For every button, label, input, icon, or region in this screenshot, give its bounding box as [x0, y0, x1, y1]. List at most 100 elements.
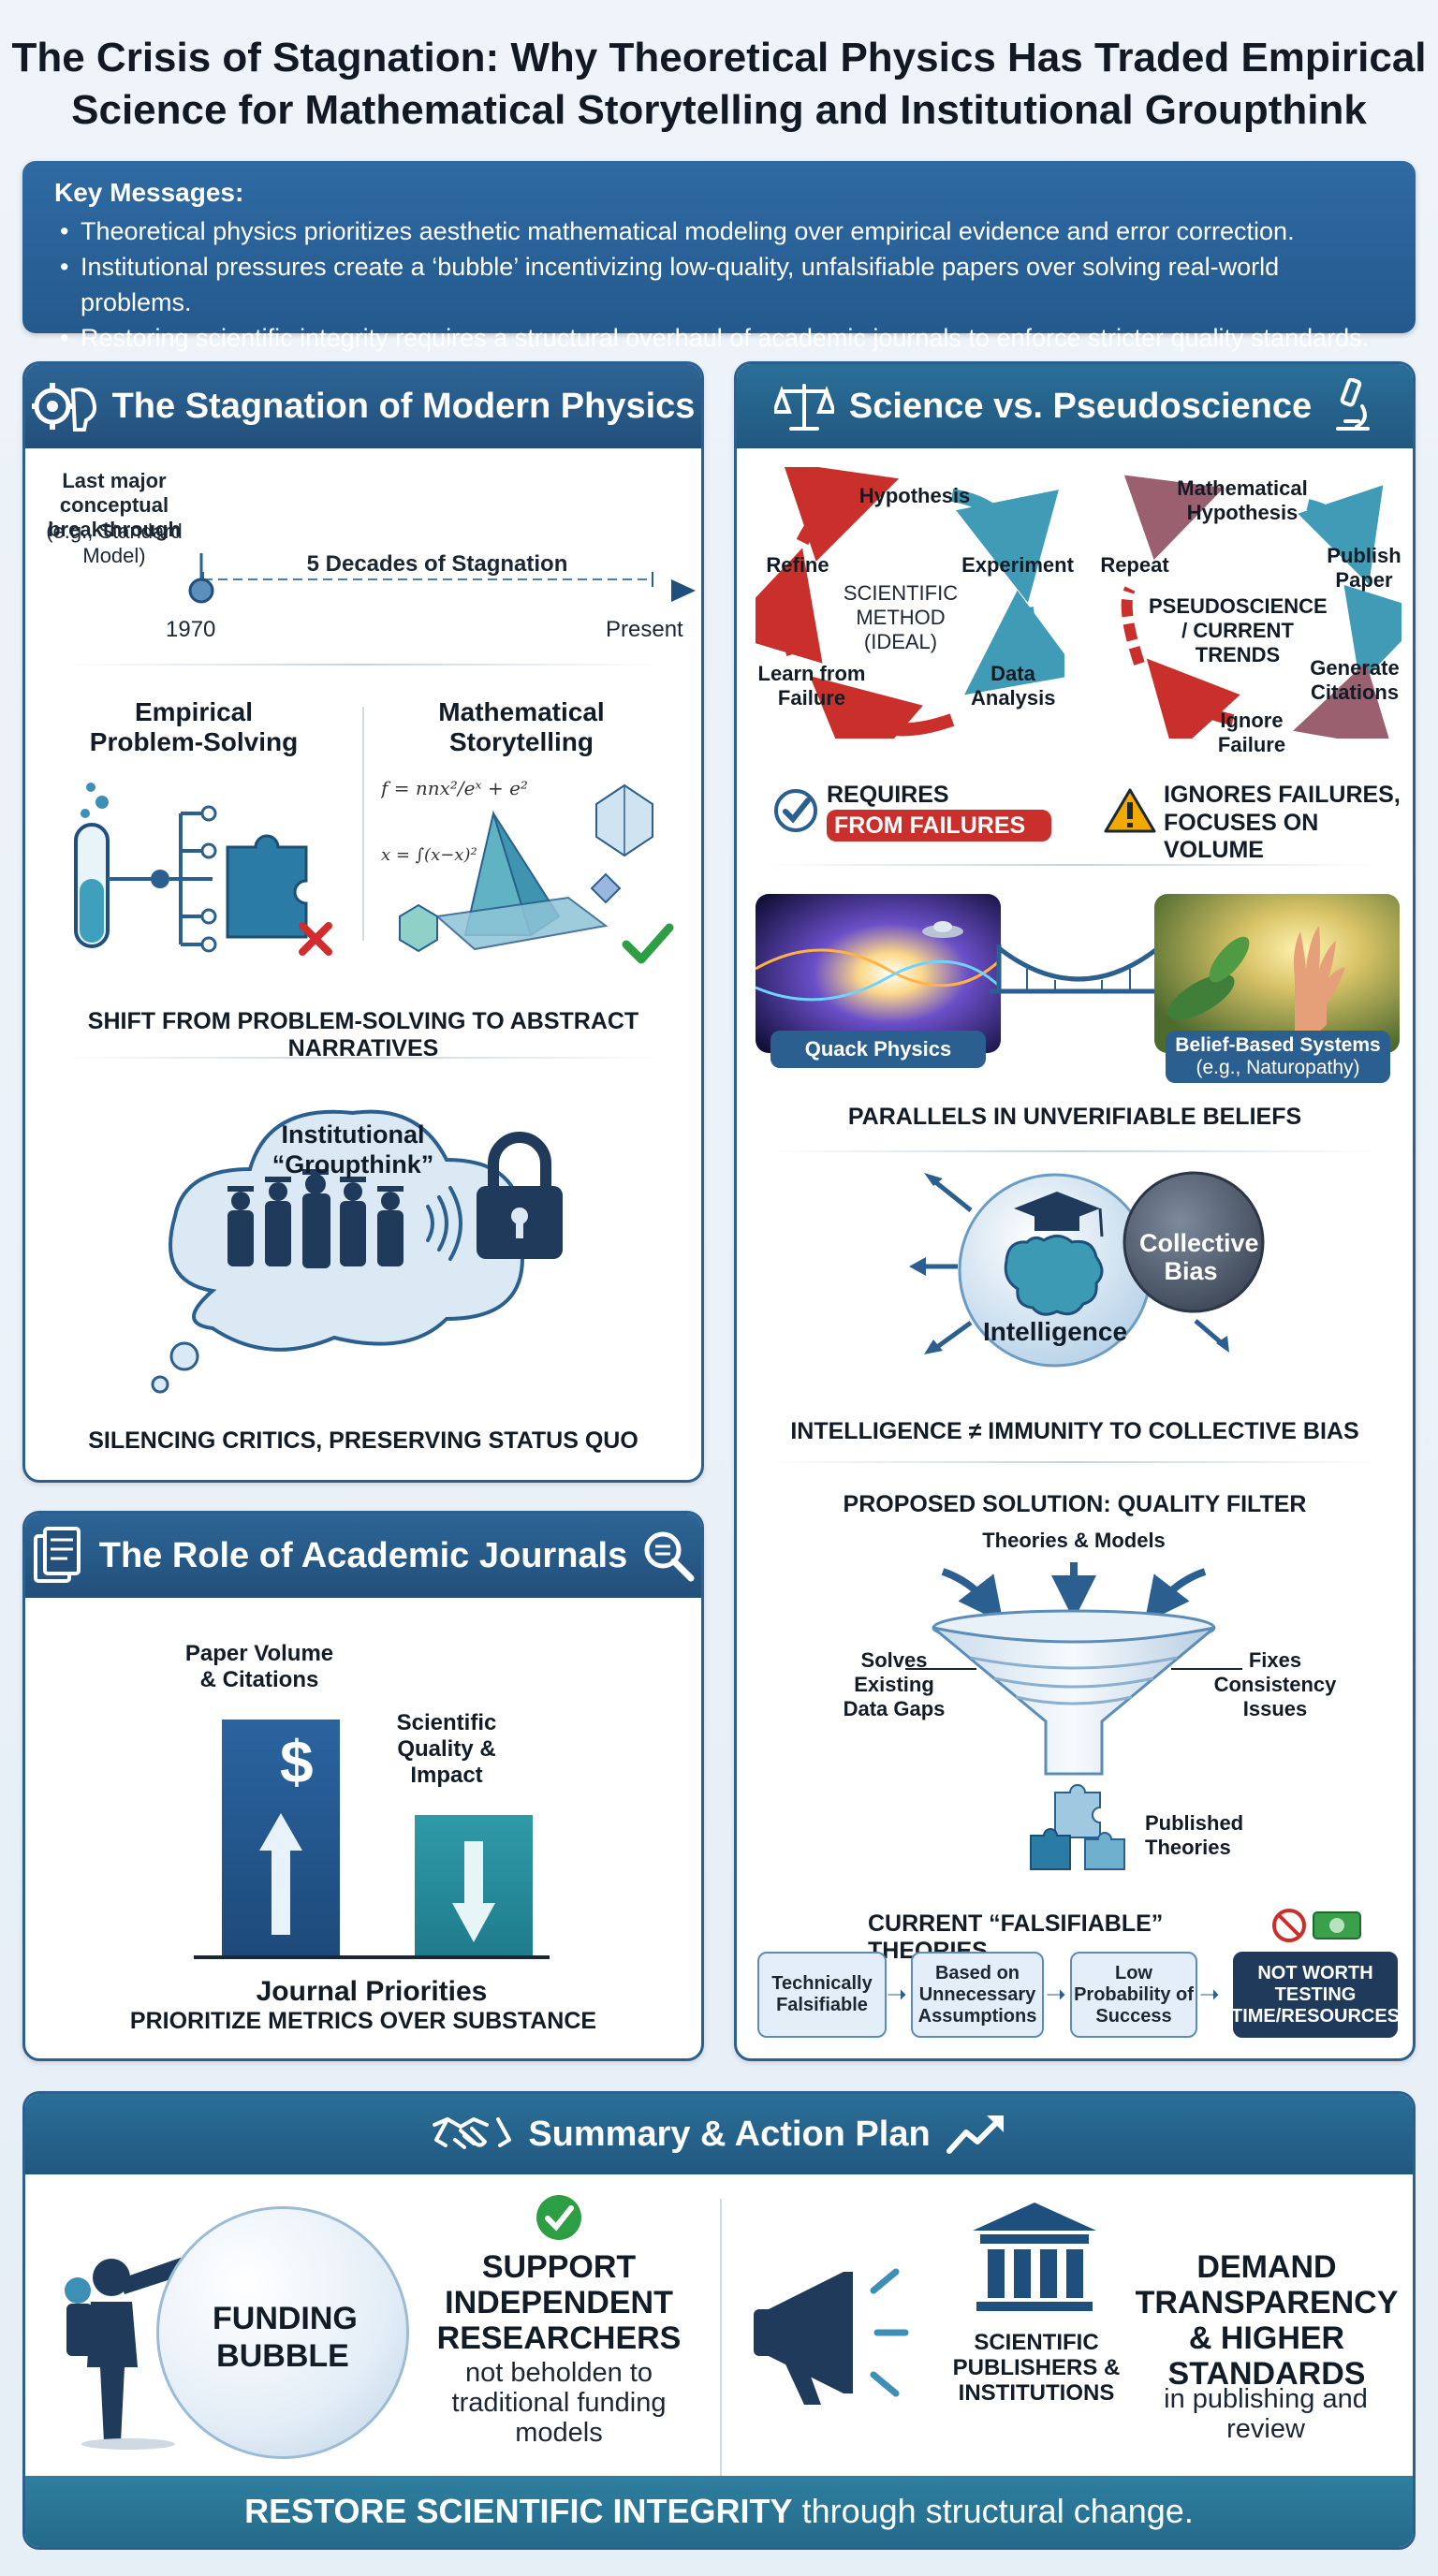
funding-bubble-circle — [156, 2206, 409, 2459]
no-money-icon — [1272, 1909, 1361, 1942]
restore-integrity-banner: RESTORE SCIENTIFIC INTEGRITY through str… — [25, 2476, 1413, 2547]
breakthrough-label: Last major conceptual breakthrough — [48, 469, 181, 541]
divider — [63, 1057, 662, 1059]
support-independent-rest: not beholden to traditional funding mode… — [451, 2358, 667, 2448]
ideal-step-refine: Refine — [766, 553, 829, 577]
pseudo-badge-line2: FOCUSES ON VOLUME — [1164, 810, 1319, 863]
intelligence-bias-illustration — [909, 1171, 1265, 1368]
science-panel-header: Science vs. Pseudoscience — [737, 364, 1413, 448]
divider — [765, 1150, 1383, 1152]
scientific-method-center: SCIENTIFIC METHOD (IDEAL) — [843, 581, 959, 653]
divider — [63, 664, 662, 666]
pseudo-center: PSEUDOSCIENCE / CURRENT TRENDS — [1149, 594, 1328, 666]
journals-panel: The Role of Academic Journals Paper Volu… — [22, 1511, 704, 2061]
pseudo-step-repeat: Repeat — [1100, 553, 1169, 577]
filter-input-label: Theories & Models — [982, 1529, 1166, 1552]
puzzle-pieces-icon — [1030, 1784, 1125, 1870]
falsifiable-heading: CURRENT “FALSIFIABLE” THEORIES — [868, 1910, 1164, 1964]
summary-panel: Summary & Action Plan FUNDING BUBBLE SUP… — [22, 2091, 1416, 2550]
divider — [765, 864, 1383, 866]
math-storytelling-title: Mathematical Storytelling — [438, 697, 605, 756]
pseudo-step-citations: Generate Citations — [1310, 656, 1400, 704]
chain-arrow-icon: ➝ — [1199, 1980, 1220, 2008]
microscope-icon — [1336, 378, 1371, 431]
naturopathy-image — [1154, 894, 1400, 1053]
key-messages-box: Key Messages: Theoretical physics priori… — [22, 161, 1416, 356]
quack-physics-label: Quack Physics — [770, 1031, 986, 1068]
megaphone-icon — [754, 2268, 909, 2405]
intelligence-label: Intelligence — [982, 1317, 1128, 1346]
key-message-item: Theoretical physics prioritizes aestheti… — [54, 213, 1384, 249]
pseudoscience-cycle — [1121, 475, 1401, 739]
empirical-title: Empirical Problem-Solving — [89, 697, 299, 756]
stagnation-panel: The Stagnation of Modern Physics Last ma… — [22, 361, 704, 1483]
ideal-step-experiment: Experiment — [961, 553, 1074, 577]
trend-up-icon — [946, 2115, 1004, 2154]
chain-step-unnecessary-assumptions: Based on Unnecessary Assumptions — [911, 1952, 1044, 2038]
belief-systems-label: Belief-Based Systems (e.g., Naturopathy) — [1166, 1031, 1390, 1083]
science-heading: Science vs. Pseudoscience — [848, 386, 1313, 426]
pseudo-badge-line1: IGNORES FAILURES, — [1164, 782, 1401, 808]
quality-filter-heading: PROPOSED SOLUTION: QUALITY FILTER — [843, 1491, 1307, 1517]
breakthrough-example: (e.g., Standard Model) — [46, 520, 183, 567]
institution-building-icon — [973, 2203, 1096, 2311]
chain-step-technically-falsifiable: Technically Falsifiable — [757, 1952, 887, 2038]
warning-icon — [1104, 788, 1156, 833]
key-messages-heading: Key Messages: — [54, 178, 244, 207]
check-circle-icon — [774, 789, 817, 832]
journals-panel-header: The Role of Academic Journals — [25, 1514, 701, 1598]
journal-priorities-bars — [194, 1720, 550, 1959]
balance-scale-icon — [773, 384, 834, 431]
timeline-end-label: Present — [606, 617, 683, 642]
divider — [765, 1461, 1383, 1463]
timeline-start-year: 1970 — [166, 617, 216, 642]
timeline-graphic — [44, 553, 696, 604]
demand-transparency-rest: in publishing and review — [1164, 2384, 1368, 2444]
stagnation-heading: The Stagnation of Modern Physics — [111, 386, 696, 426]
banner-rest: through structural change. — [801, 2492, 1194, 2530]
pseudo-step-publish: Publish Paper — [1327, 544, 1401, 592]
brain-gear-icon — [31, 383, 96, 432]
compare-caption: SHIFT FROM PROBLEM-SOLVING TO ABSTRACT N… — [87, 1008, 639, 1061]
pseudo-step-math-hypothesis: Mathematical Hypothesis — [1177, 476, 1308, 524]
ideal-badge-line2: FROM FAILURES — [827, 810, 1051, 842]
banner-bold: RESTORE SCIENTIFIC INTEGRITY — [244, 2492, 793, 2530]
stagnation-panel-header: The Stagnation of Modern Physics — [25, 364, 701, 448]
journals-caption: PRIORITIZE METRICS OVER SUBSTANCE — [129, 2008, 597, 2034]
svg-text:f = nnx²/eˣ + e²: f = nnx²/eˣ + e² — [381, 777, 528, 799]
math-crystal-illustration: f = nnx²/eˣ + e² x = ∫(x−x)² — [381, 777, 674, 964]
summary-heading: Summary & Action Plan — [528, 2114, 931, 2154]
filter-right-label: Fixes Consistency Issues — [1213, 1648, 1337, 1720]
groupthink-caption: SILENCING CRITICS, PRESERVING STATUS QUO — [88, 1427, 638, 1454]
handshake-icon — [433, 2117, 512, 2149]
journal-priorities-axis-label: Journal Priorities — [256, 1976, 488, 2007]
bridge-icon — [990, 944, 1167, 994]
chain-step-not-worth-testing: NOT WORTH TESTING TIME/RESOURCES — [1231, 1952, 1400, 2038]
ideal-step-data-analysis: Data Analysis — [971, 662, 1056, 710]
filter-output-label: Published Theories — [1145, 1811, 1244, 1859]
svg-text:x = ∫(x−x)²: x = ∫(x−x)² — [381, 845, 477, 865]
page-title: The Crisis of Stagnation: Why Theoretica… — [11, 35, 1427, 133]
quack-physics-image — [756, 894, 1001, 1053]
parallels-caption: PARALLELS IN UNVERIFIABLE BELIEFS — [847, 1104, 1302, 1130]
bias-caption: INTELLIGENCE ≠ IMMUNITY TO COLLECTIVE BI… — [790, 1418, 1359, 1444]
groupthink-cloud-illustration — [151, 1109, 563, 1394]
ideal-step-learn-from-failure: Learn from Failure — [757, 662, 866, 710]
groupthink-label-1: Institutional — [281, 1120, 425, 1149]
summary-vertical-divider — [720, 2199, 722, 2480]
demand-transparency-bold: DEMAND TRANSPARENCY & HIGHER STANDARDS — [1135, 2249, 1399, 2392]
chain-arrow-icon: ➝ — [1046, 1980, 1066, 2008]
filter-left-label: Solves Existing Data Gaps — [843, 1648, 946, 1720]
key-message-item: Institutional pressures create a ‘bubble… — [54, 249, 1384, 320]
test-tube-puzzle-illustration — [74, 783, 332, 956]
check-badge-icon — [536, 2195, 581, 2240]
summary-panel-header: Summary & Action Plan — [25, 2094, 1413, 2174]
key-message-item: Restoring scientific integrity requires … — [54, 320, 1384, 356]
belief-systems-subtitle: (e.g., Naturopathy) — [1196, 1057, 1360, 1078]
ideal-step-hypothesis: Hypothesis — [858, 484, 971, 507]
stagnation-span-label: 5 Decades of Stagnation — [306, 551, 568, 577]
bar-volume-label: Paper Volume & Citations — [184, 1641, 334, 1692]
chain-arrow-icon: ➝ — [887, 1980, 907, 2008]
support-independent-bold: SUPPORT INDEPENDENT RESEARCHERS — [436, 2249, 682, 2356]
science-panel: Science vs. Pseudoscience Hypothesis Exp… — [734, 361, 1416, 2061]
